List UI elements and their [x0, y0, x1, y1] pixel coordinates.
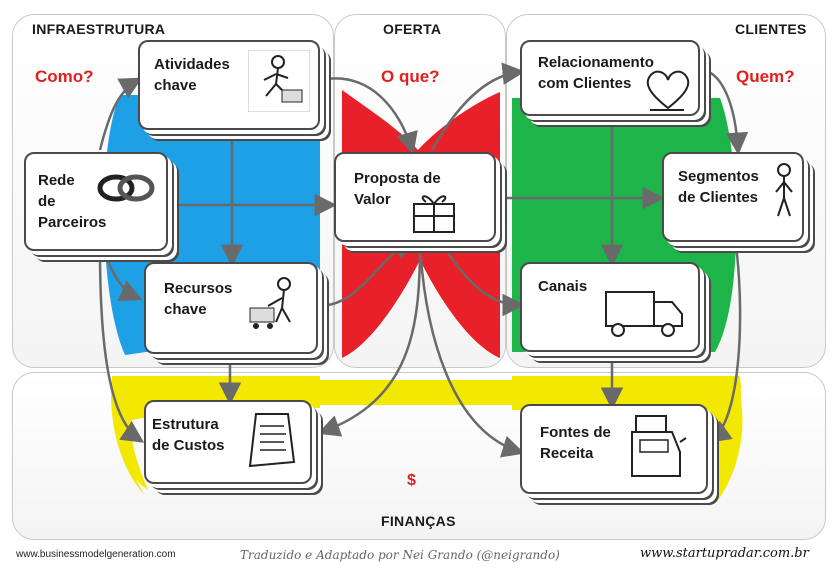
invoice-icon: [248, 413, 296, 468]
financas-title: FINANÇAS: [381, 513, 456, 529]
quem-question: Quem?: [736, 67, 795, 86]
oferta-title: OFERTA: [383, 21, 442, 37]
truck-icon: [605, 291, 683, 337]
segmentos-card: Segmentos de Clientes: [662, 152, 804, 242]
fontes-de-receita-label: Fontes de Receita: [540, 424, 611, 462]
heart-icon: [646, 70, 690, 111]
rings-icon: [97, 174, 155, 202]
rede-de-parceiros-label: Rede de Parceiros: [38, 172, 107, 231]
relacionamento-card: Relacionamento com Clientes: [520, 40, 700, 116]
relacionamento-label: Relacionamento com Clientes: [538, 54, 654, 92]
source-url: www.businessmodelgeneration.com: [16, 549, 176, 560]
person-icon: [775, 163, 793, 217]
proposta-de-valor-card: Proposta de Valor: [334, 152, 496, 242]
worker-icon: [248, 50, 310, 112]
dollar-symbol: $: [407, 472, 416, 489]
worker-cart-icon: [249, 277, 291, 329]
como-question: Como?: [35, 67, 94, 86]
translation-credit: Traduzido e Adaptado por Nei Grando (@ne…: [240, 548, 560, 562]
atividades-chave-card: Atividades chave: [138, 40, 320, 130]
clientes-title: CLIENTES: [735, 21, 807, 37]
recursos-chave-label: Recursos chave: [164, 280, 233, 318]
infraestrutura-title: INFRAESTRUTURA: [32, 21, 166, 37]
gift-icon: [413, 195, 455, 233]
canais-label: Canais: [538, 278, 588, 295]
estrutura-de-custos-label: Estrutura de Custos: [152, 416, 225, 454]
recursos-chave-card: Recursos chave: [144, 262, 318, 354]
site-url: www.startupradar.com.br: [640, 546, 809, 561]
fontes-de-receita-card: Fontes de Receita: [520, 404, 708, 494]
canais-card: Canais: [520, 262, 700, 352]
cash-register-icon: [631, 415, 687, 477]
proposta-de-valor-label: Proposta de Valor: [354, 170, 441, 208]
atividades-chave-label: Atividades chave: [154, 56, 230, 94]
segmentos-label: Segmentos de Clientes: [678, 168, 759, 206]
rede-de-parceiros-card: Rede de Parceiros: [24, 152, 168, 251]
o-que-question: O que?: [381, 67, 440, 86]
estrutura-de-custos-card: Estrutura de Custos: [144, 400, 312, 484]
